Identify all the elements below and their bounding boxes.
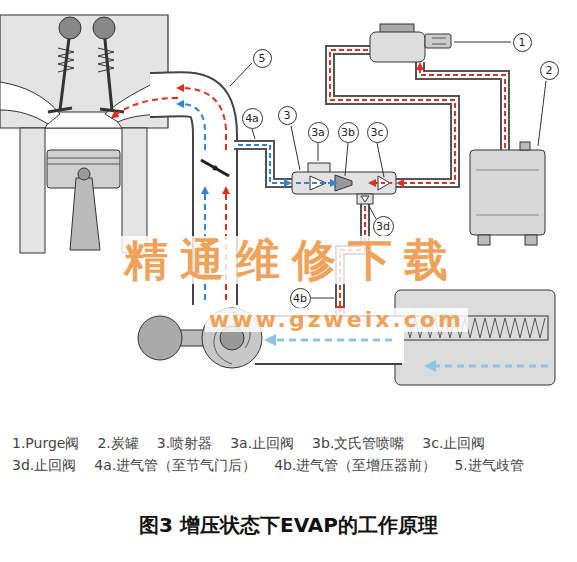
callout-circle: 5 <box>253 49 272 68</box>
callout-number: 4a <box>245 113 259 124</box>
callout-number: 3 <box>284 110 291 121</box>
callout-circle: 3b <box>338 122 359 143</box>
callout-circle: 2 <box>540 61 559 80</box>
callout-number: 3c <box>370 127 383 138</box>
callout-circle: 1 <box>513 33 532 52</box>
callout-number: 2 <box>546 65 553 76</box>
watermark-url: www.gzweix.com <box>205 308 468 332</box>
callout-circle: 4b <box>290 288 311 309</box>
part-key-item: 2.炭罐 <box>97 432 138 454</box>
part-key-item: 3c.止回阀 <box>422 432 485 454</box>
callout-number: 3a <box>311 127 325 138</box>
part-key-item: 5.进气歧管 <box>454 454 523 476</box>
part-key-item: 3.喷射器 <box>157 432 212 454</box>
callout-number: 4b <box>293 293 307 304</box>
callout-circle: 3a <box>308 122 329 143</box>
part-key-item: 3b.文氏管喷嘴 <box>312 432 404 454</box>
callout-number: 3b <box>341 127 355 138</box>
callout-circle: 3d <box>373 216 394 237</box>
part-key-item: 4b.进气管（至增压器前） <box>274 454 436 476</box>
part-key-item: 4a.进气管（至节气门后） <box>94 454 256 476</box>
part-key-item: 3a.止回阀 <box>230 432 294 454</box>
part-key-item: 3d.止回阀 <box>12 454 76 476</box>
callout-number: 3d <box>376 221 390 232</box>
callout-number: 5 <box>259 53 266 64</box>
figure-caption: 图3 增压状态下EVAP的工作原理 <box>139 513 438 537</box>
engine-illustration <box>0 15 168 253</box>
callout-circle: 3 <box>278 106 297 125</box>
part-key-item: 1.Purge阀 <box>12 432 79 454</box>
evap-illustration <box>0 0 577 430</box>
watermark-text: 精通维修下载 <box>120 236 464 284</box>
callout-circle: 4a <box>242 108 263 129</box>
callout-number: 1 <box>519 37 526 48</box>
part-key: 1.Purge阀 2.炭罐 3.喷射器 3a.止回阀 3b.文氏管喷嘴 3c.止回阀 3d.… <box>12 432 562 476</box>
caption-box: 图3 增压状态下EVAP的工作原理 <box>0 512 577 539</box>
callout-circle: 3c <box>367 122 388 143</box>
